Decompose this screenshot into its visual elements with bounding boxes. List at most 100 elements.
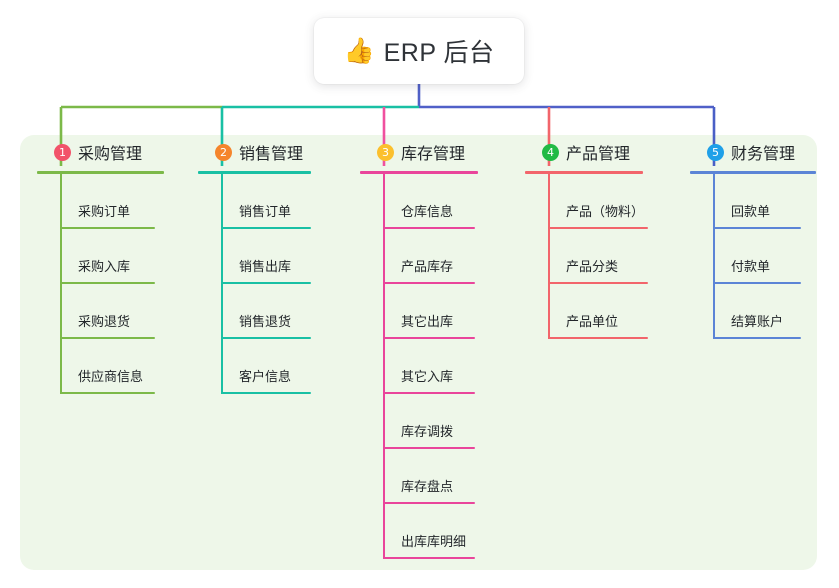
branch-item[interactable]: 仓库信息 bbox=[383, 174, 510, 229]
branch-item-label: 其它入库 bbox=[401, 369, 454, 384]
branch-item-list-2: 销售订单销售出库销售退货客户信息 bbox=[221, 174, 348, 394]
branch-column-5: 5 财务管理回款单付款单结算账户 bbox=[690, 135, 830, 339]
branch-item[interactable]: 销售订单 bbox=[221, 174, 348, 229]
branch-item[interactable]: 供应商信息 bbox=[60, 339, 187, 394]
branch-item[interactable]: 采购订单 bbox=[60, 174, 187, 229]
branch-item-label: 库存调拨 bbox=[401, 424, 454, 439]
branch-item-rule bbox=[548, 227, 648, 229]
branch-item-label: 其它出库 bbox=[401, 314, 454, 329]
root-node-erp-backend[interactable]: 👍 ERP 后台 bbox=[314, 18, 524, 84]
branch-item-rule bbox=[383, 337, 475, 339]
branch-item-label: 销售出库 bbox=[239, 259, 292, 274]
branch-item-rule bbox=[221, 337, 311, 339]
branch-header-rule-1 bbox=[37, 171, 164, 174]
branch-badge-1: 1 bbox=[54, 143, 71, 161]
branch-title-3: 库存管理 bbox=[401, 146, 466, 163]
branch-item-list-1: 采购订单采购入库采购退货供应商信息 bbox=[60, 174, 187, 394]
branch-badge-2: 2 bbox=[215, 143, 232, 161]
branch-item-rule bbox=[60, 337, 155, 339]
branch-item[interactable]: 出库库明细 bbox=[383, 504, 510, 559]
branch-header-rule-5 bbox=[690, 171, 816, 174]
branch-header-5[interactable]: 5 财务管理 bbox=[690, 135, 830, 169]
branch-item-rule bbox=[383, 392, 475, 394]
branch-column-4: 4 产品管理产品（物料） 产品分类产品单位 bbox=[525, 135, 675, 339]
thumbs-up-icon: 👍 bbox=[343, 36, 375, 65]
branch-column-1: 1 采购管理采购订单采购入库采购退货供应商信息 bbox=[37, 135, 187, 394]
branch-item-label: 回款单 bbox=[731, 204, 771, 219]
branch-item-label: 结算账户 bbox=[731, 314, 784, 329]
branch-item-rule bbox=[221, 282, 311, 284]
branch-item-rule bbox=[383, 227, 475, 229]
branch-header-rule-2 bbox=[198, 171, 311, 174]
branch-column-3: 3 库存管理仓库信息产品库存其它出库其它入库库存调拨库存盘点出库库明细 bbox=[360, 135, 510, 559]
branch-item-label: 产品分类 bbox=[566, 259, 619, 274]
branch-header-2[interactable]: 2 销售管理 bbox=[198, 135, 348, 169]
branch-columns: 1 采购管理采购订单采购入库采购退货供应商信息 2 销售管理销售订单销售出库销售退货客… bbox=[20, 135, 817, 570]
branch-spine-4 bbox=[548, 174, 550, 339]
branch-item-label: 库存盘点 bbox=[401, 479, 454, 494]
branch-spine-2 bbox=[221, 174, 223, 394]
root-node-title: ERP 后台 bbox=[383, 39, 495, 67]
branch-item-label: 销售订单 bbox=[239, 204, 292, 219]
branch-item[interactable]: 其它出库 bbox=[383, 284, 510, 339]
branch-title-2: 销售管理 bbox=[239, 146, 304, 163]
branch-item-label: 出库库明细 bbox=[401, 534, 467, 549]
branches-panel bbox=[20, 135, 817, 570]
branch-item-rule bbox=[60, 227, 155, 229]
branch-item-label: 产品库存 bbox=[401, 259, 454, 274]
branch-item-rule bbox=[713, 282, 801, 284]
branch-item[interactable]: 产品分类 bbox=[548, 229, 675, 284]
branch-item-list-5: 回款单付款单结算账户 bbox=[713, 174, 830, 339]
branch-item[interactable]: 产品库存 bbox=[383, 229, 510, 284]
branch-item-label: 采购订单 bbox=[78, 204, 131, 219]
branch-item[interactable]: 库存盘点 bbox=[383, 449, 510, 504]
branch-item-list-4: 产品（物料） 产品分类产品单位 bbox=[548, 174, 675, 339]
branch-column-2: 2 销售管理销售订单销售出库销售退货客户信息 bbox=[198, 135, 348, 394]
branch-item[interactable]: 库存调拨 bbox=[383, 394, 510, 449]
branch-badge-4: 4 bbox=[542, 143, 559, 161]
branch-item-label: 产品单位 bbox=[566, 314, 619, 329]
branch-title-1: 采购管理 bbox=[78, 146, 143, 163]
branch-item-rule bbox=[548, 337, 648, 339]
branch-header-rule-4 bbox=[525, 171, 643, 174]
branch-item[interactable]: 客户信息 bbox=[221, 339, 348, 394]
branch-item-rule bbox=[60, 392, 155, 394]
branch-item[interactable]: 销售退货 bbox=[221, 284, 348, 339]
branch-item-rule bbox=[60, 282, 155, 284]
branch-item-rule bbox=[221, 392, 311, 394]
branch-item[interactable]: 销售出库 bbox=[221, 229, 348, 284]
branch-spine-3 bbox=[383, 174, 385, 559]
branch-item-rule bbox=[383, 557, 475, 559]
branch-header-4[interactable]: 4 产品管理 bbox=[525, 135, 675, 169]
branch-badge-5: 5 bbox=[707, 143, 724, 161]
branch-item[interactable]: 其它入库 bbox=[383, 339, 510, 394]
branch-item[interactable]: 采购退货 bbox=[60, 284, 187, 339]
branch-header-3[interactable]: 3 库存管理 bbox=[360, 135, 510, 169]
branch-item[interactable]: 产品单位 bbox=[548, 284, 675, 339]
branch-item[interactable]: 结算账户 bbox=[713, 284, 830, 339]
branch-item-rule bbox=[548, 282, 648, 284]
branch-item-rule bbox=[713, 227, 801, 229]
branch-header-1[interactable]: 1 采购管理 bbox=[37, 135, 187, 169]
branch-item[interactable]: 付款单 bbox=[713, 229, 830, 284]
branch-item-label: 客户信息 bbox=[239, 369, 292, 384]
branch-item-rule bbox=[383, 282, 475, 284]
branch-title-5: 财务管理 bbox=[731, 146, 796, 163]
branch-item-label: 供应商信息 bbox=[78, 369, 144, 384]
branch-item-label: 产品（物料） bbox=[566, 204, 645, 219]
branch-item-rule bbox=[221, 227, 311, 229]
branch-item-label: 付款单 bbox=[731, 259, 771, 274]
branch-item-rule bbox=[713, 337, 801, 339]
branch-item[interactable]: 回款单 bbox=[713, 174, 830, 229]
branch-item-list-3: 仓库信息产品库存其它出库其它入库库存调拨库存盘点出库库明细 bbox=[383, 174, 510, 559]
branch-item[interactable]: 采购入库 bbox=[60, 229, 187, 284]
branch-item-rule bbox=[383, 447, 475, 449]
branch-item[interactable]: 产品（物料） bbox=[548, 174, 675, 229]
branch-title-4: 产品管理 bbox=[566, 146, 631, 163]
branch-header-rule-3 bbox=[360, 171, 478, 174]
branch-spine-5 bbox=[713, 174, 715, 339]
branch-item-label: 销售退货 bbox=[239, 314, 292, 329]
branch-badge-3: 3 bbox=[377, 143, 394, 161]
branch-item-label: 仓库信息 bbox=[401, 204, 454, 219]
